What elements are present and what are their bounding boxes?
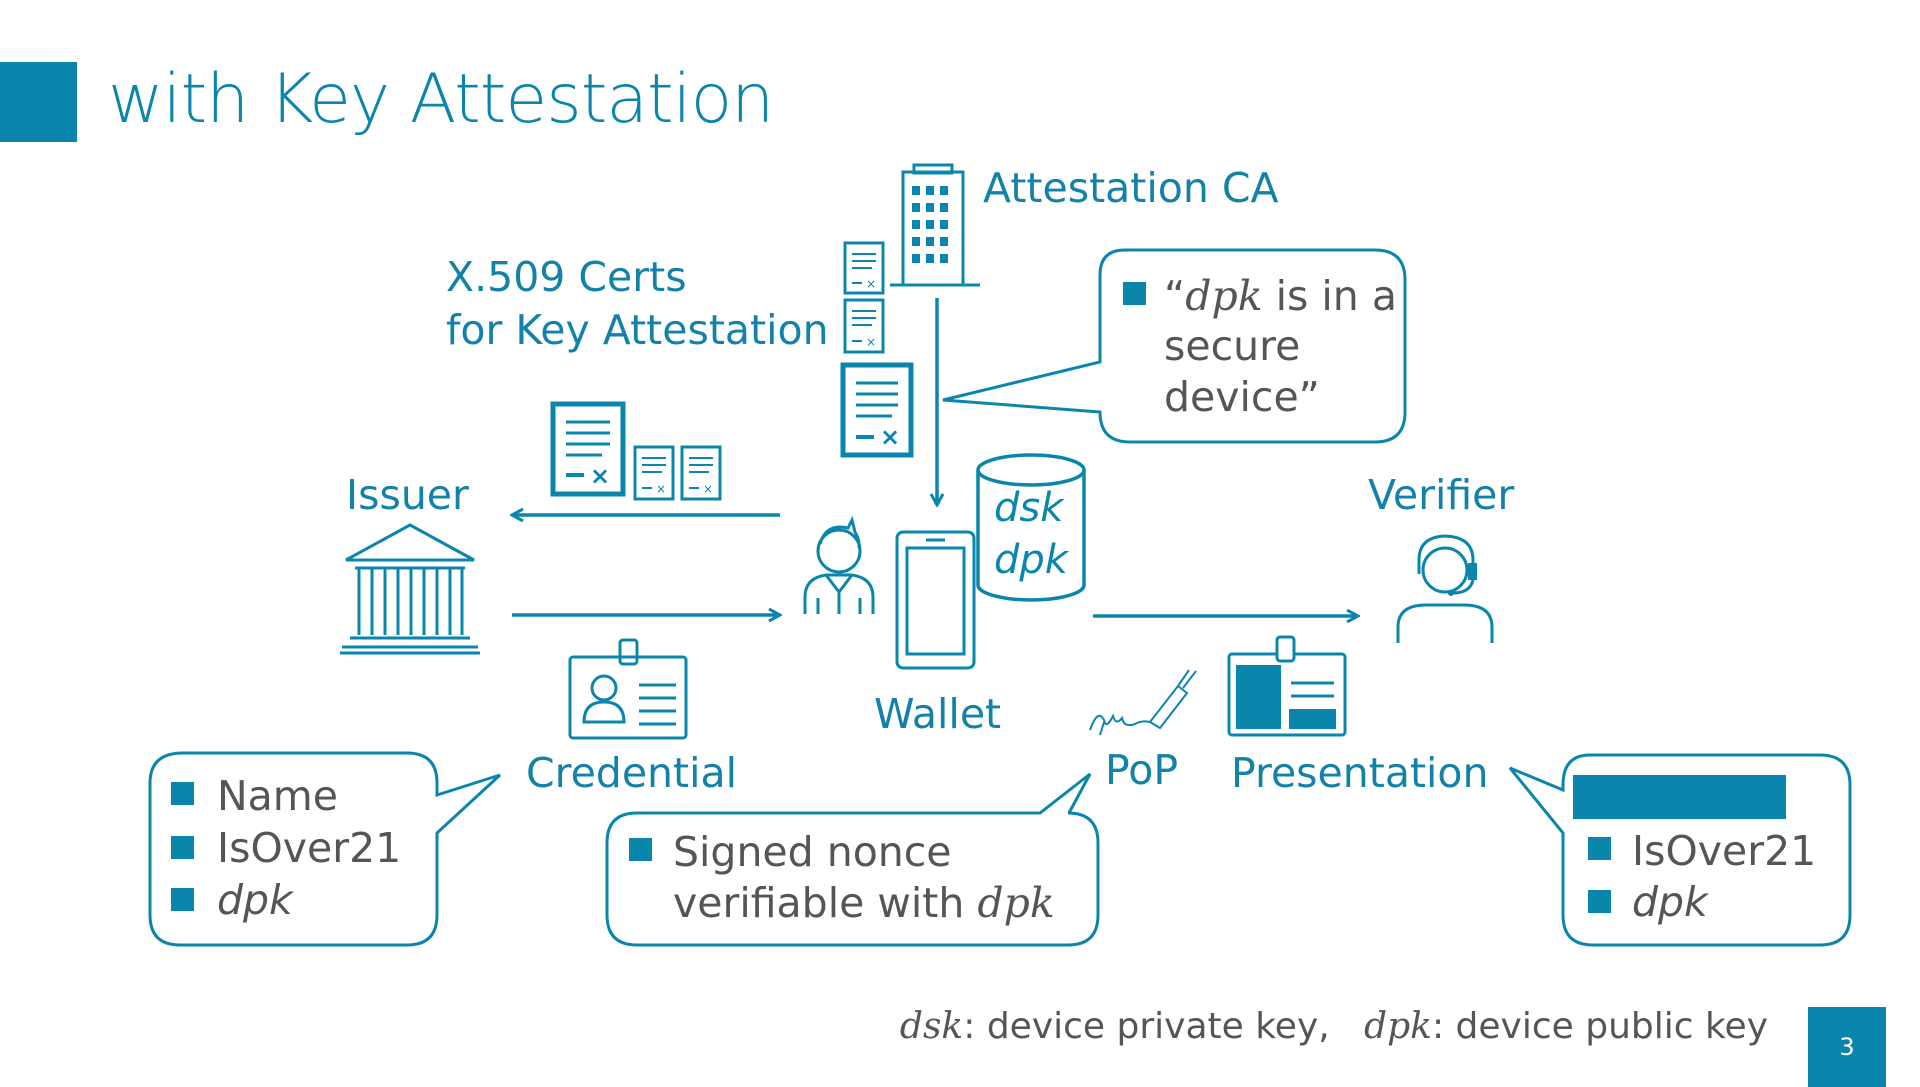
certs-label-line2: for Key Attestation <box>446 306 829 354</box>
credential-label: Credential <box>526 749 737 797</box>
db-key-dsk: dsk <box>994 485 1065 531</box>
svg-text:×: × <box>590 462 610 490</box>
bullet-icon <box>171 782 194 805</box>
verifier-label: Verifier <box>1368 471 1514 519</box>
bullet-icon <box>171 836 194 859</box>
footnote-dpk-term: dpk <box>1364 1006 1432 1047</box>
pop-callout-line2: verifiable with dpk <box>673 879 1055 927</box>
certs-label-line1: X.509 Certs <box>446 253 687 301</box>
svg-text:×: × <box>703 482 713 496</box>
db-key-dpk: dpk <box>994 537 1070 583</box>
svg-text:×: × <box>656 482 666 496</box>
support-agent-icon <box>1396 534 1494 643</box>
slide-title: with Key Attestation <box>108 60 774 139</box>
footnote: dsk: device private key, dpk: device pub… <box>900 1006 1768 1047</box>
attestation-callout <box>942 248 1407 444</box>
building-icon <box>890 163 980 287</box>
issuer-label: Issuer <box>346 471 469 519</box>
attestation-callout-line3: device” <box>1164 373 1320 421</box>
footnote-dpk-def: : device public key <box>1431 1006 1768 1047</box>
credential-callout <box>148 751 502 947</box>
person-icon <box>803 515 875 614</box>
certificate-icon: × <box>843 298 885 354</box>
certificate-icon: × <box>840 362 914 458</box>
pop-label: PoP <box>1105 746 1178 794</box>
id-card-icon <box>568 638 688 740</box>
bullet-icon <box>1123 282 1146 305</box>
certificate-icon: × <box>680 445 722 501</box>
bullet-icon <box>629 838 652 861</box>
credential-attr-name: Name <box>217 772 338 820</box>
attestation-callout-line1: “dpk is in a <box>1164 272 1397 320</box>
certificate-icon: × <box>843 241 885 295</box>
redacted-attribute-bar <box>1573 775 1786 819</box>
svg-text:×: × <box>866 335 876 349</box>
signature-pen-icon <box>1089 669 1197 736</box>
wallet-label: Wallet <box>874 690 1001 738</box>
presentation-attr-dpk: dpk <box>1632 878 1710 926</box>
presentation-attr-isover21: IsOver21 <box>1632 827 1816 875</box>
bullet-icon <box>1588 890 1611 913</box>
bullet-icon <box>1588 837 1611 860</box>
sent-certs: × × × <box>550 401 722 501</box>
title-accent-square <box>0 62 77 142</box>
svg-text:×: × <box>866 277 876 291</box>
svg-text:×: × <box>880 423 900 451</box>
certificate-icon: × <box>550 401 626 497</box>
presentation-label: Presentation <box>1231 749 1489 797</box>
attestation-ca-label: Attestation CA <box>983 164 1279 212</box>
presentation-card-icon <box>1227 635 1347 737</box>
credential-attr-dpk: dpk <box>217 876 295 924</box>
pop-callout-line1: Signed nonce <box>673 828 952 876</box>
bank-icon <box>340 523 480 655</box>
footnote-dsk-term: dsk <box>899 1006 964 1047</box>
smartphone-icon <box>895 530 976 670</box>
database-icon: dsk dpk <box>976 453 1086 602</box>
pop-callout <box>605 772 1100 947</box>
bullet-icon <box>171 888 194 911</box>
credential-attr-isover21: IsOver21 <box>217 824 401 872</box>
certificate-icon: × <box>633 445 675 501</box>
cert-chain: × × × <box>840 241 914 458</box>
attestation-callout-line2: secure <box>1164 322 1300 370</box>
footnote-dsk-def: : device private key, <box>963 1006 1330 1047</box>
page-number: 3 <box>1808 1007 1886 1087</box>
